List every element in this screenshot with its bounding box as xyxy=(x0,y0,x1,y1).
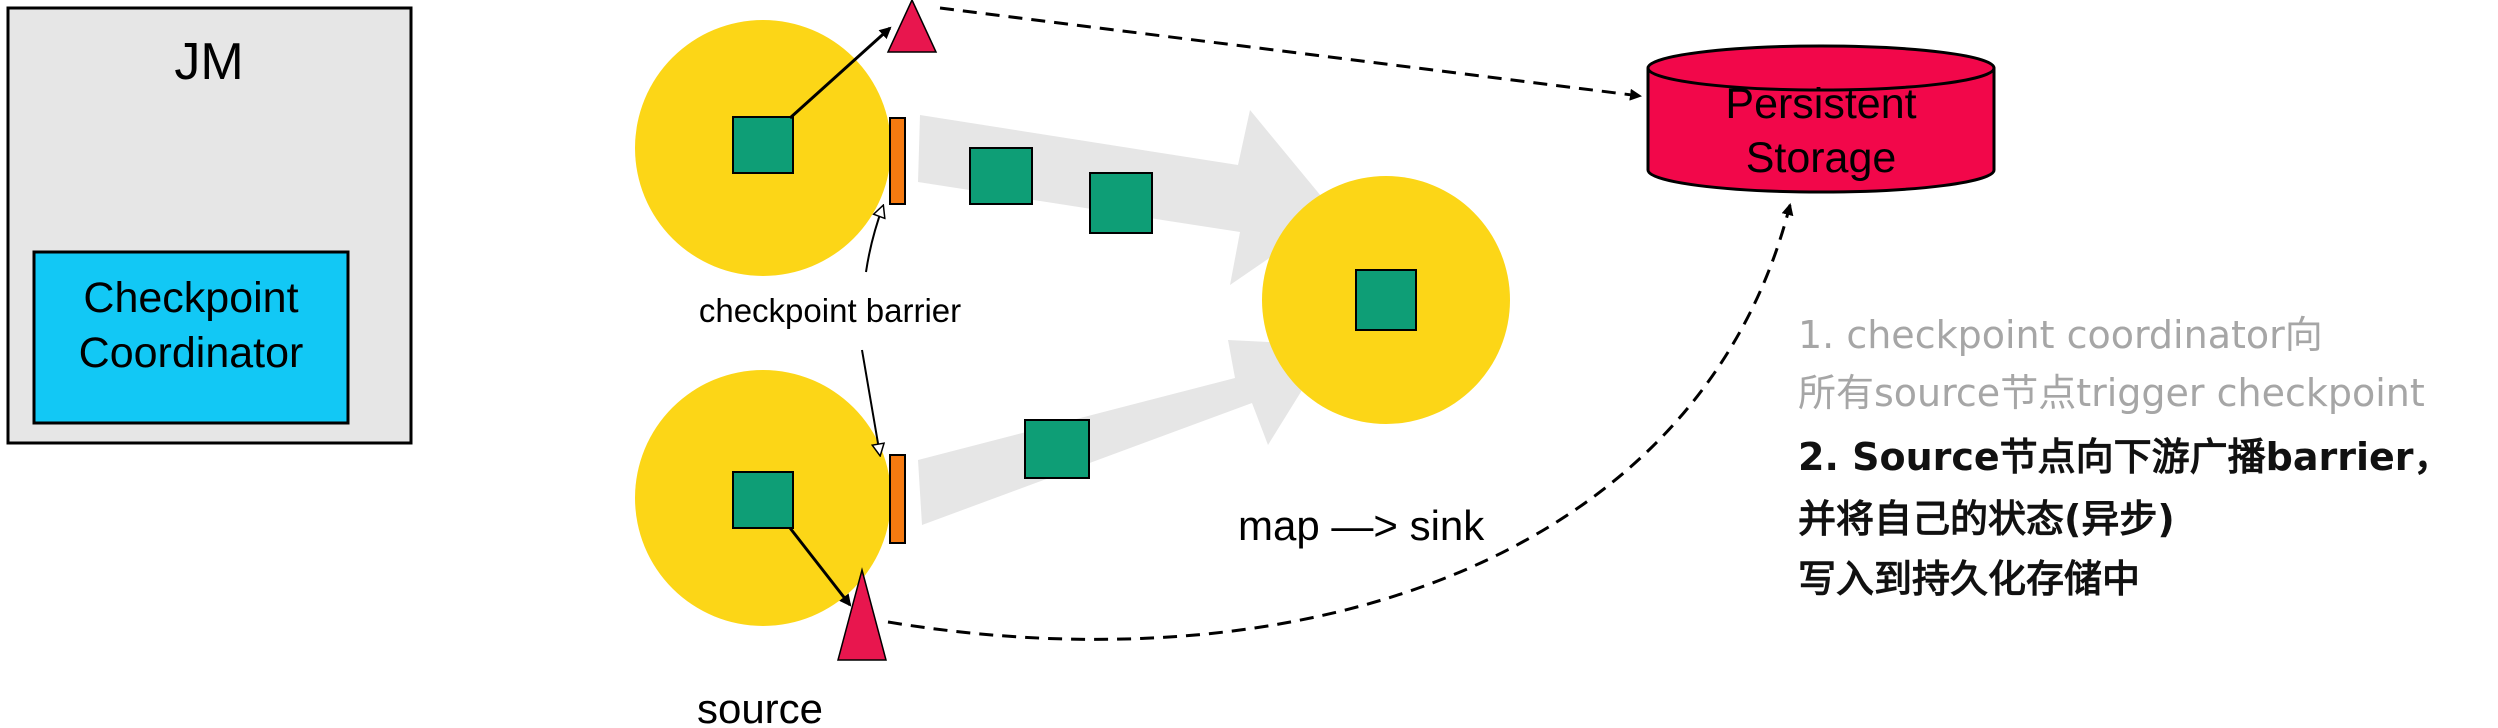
snapshot-arrow-bottom xyxy=(788,527,852,607)
record-square xyxy=(732,471,794,529)
note-step2-line2: 并将自己的状态(异步) xyxy=(1798,497,2175,541)
checkpoint-barrier-label: checkpoint barrier xyxy=(699,292,961,329)
note-step1-line2: 所有source节点trigger checkpoint xyxy=(1798,371,2425,415)
note-step1-line1: 1. checkpoint coordinator向 xyxy=(1798,313,2323,357)
state-snapshot-triangle-bottom xyxy=(837,567,887,661)
record-square xyxy=(1024,419,1090,479)
barrier-pointer-bottom xyxy=(861,349,880,455)
coordinator-label-line2: Coordinator xyxy=(79,329,304,377)
jm-title: JM xyxy=(174,33,243,91)
checkpoint-coordinator-box: Checkpoint Coordinator xyxy=(32,250,350,425)
record-square xyxy=(732,116,794,174)
map-sink-label: map —> sink xyxy=(1238,502,1485,549)
checkpoint-barrier-marker xyxy=(889,117,906,205)
snapshot-arrow-top xyxy=(788,26,892,120)
storage-label-line1: Persistent xyxy=(1725,80,1916,128)
persistent-storage: Persistent Storage xyxy=(1646,44,1996,194)
record-square xyxy=(969,147,1033,205)
coordinator-label-line1: Checkpoint xyxy=(83,274,298,322)
barrier-pointer-top xyxy=(865,206,883,273)
note-step2-line3: 写入到持久化存储中 xyxy=(1798,557,2140,601)
snapshot-upload-arrow-top xyxy=(939,6,1642,101)
flow-arrow-bottom xyxy=(918,340,1330,525)
record-square xyxy=(1089,172,1153,234)
note-step2-line1: 2. Source节点向下游广播barrier， xyxy=(1798,435,2452,479)
snapshot-upload-arrow-bottom xyxy=(887,203,1794,641)
source-label: source xyxy=(697,685,823,728)
storage-label-line2: Storage xyxy=(1746,134,1897,182)
record-square xyxy=(1355,269,1417,331)
checkpoint-barrier-marker xyxy=(889,454,906,544)
state-snapshot-triangle-top xyxy=(886,0,938,53)
